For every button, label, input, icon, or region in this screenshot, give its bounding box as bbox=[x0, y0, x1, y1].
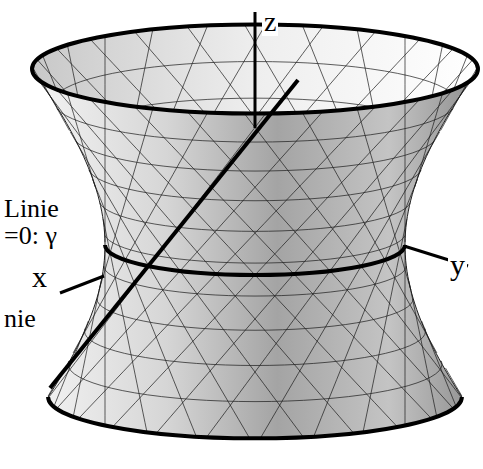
grid-line bbox=[134, 107, 431, 419]
grid-line bbox=[79, 107, 376, 419]
grid-line bbox=[67, 93, 95, 187]
grid-line bbox=[421, 55, 467, 169]
axis-label: Linie bbox=[2, 196, 61, 222]
axis-label: =0: γ bbox=[2, 223, 59, 249]
grid-line bbox=[187, 111, 453, 408]
x-axis bbox=[60, 276, 104, 293]
grid-line bbox=[105, 36, 106, 240]
grid-line bbox=[105, 236, 405, 263]
grid-line bbox=[314, 138, 437, 358]
grid-line bbox=[89, 170, 421, 200]
grid-line bbox=[302, 113, 437, 353]
grid-line bbox=[100, 203, 410, 231]
grid-line bbox=[436, 135, 438, 138]
grid-line bbox=[405, 250, 406, 425]
grid-line bbox=[113, 39, 421, 367]
grid-line bbox=[104, 236, 405, 264]
grid-line bbox=[441, 360, 456, 387]
grid-line bbox=[70, 132, 249, 438]
grid-line bbox=[405, 249, 406, 369]
grid-line bbox=[207, 60, 473, 357]
grid-line bbox=[260, 132, 439, 438]
axis-label: x bbox=[30, 262, 49, 292]
grid-line bbox=[405, 102, 406, 242]
z-axis bbox=[254, 12, 257, 128]
grid-line bbox=[79, 31, 376, 375]
grid-line bbox=[441, 361, 443, 364]
grid-line bbox=[85, 328, 426, 365]
grid-line bbox=[156, 89, 453, 433]
grid-line bbox=[97, 299, 413, 331]
grid-line bbox=[134, 31, 431, 375]
grid-line bbox=[302, 25, 417, 311]
grid-line bbox=[187, 27, 453, 386]
grid-line bbox=[70, 24, 266, 358]
grid-line bbox=[446, 368, 462, 396]
grid-line bbox=[76, 141, 435, 171]
grid-line bbox=[244, 24, 440, 358]
grid-line bbox=[32, 67, 65, 123]
grid-line bbox=[93, 179, 197, 436]
grid-line bbox=[57, 49, 354, 361]
grid-line bbox=[455, 102, 457, 106]
grid-line bbox=[92, 25, 207, 311]
grid-line bbox=[37, 78, 303, 437]
grid-line bbox=[105, 249, 106, 369]
grid-line bbox=[68, 361, 442, 402]
grid-line bbox=[357, 29, 407, 271]
generator-line bbox=[50, 80, 298, 388]
grid-line bbox=[405, 36, 406, 240]
grid-line bbox=[156, 49, 453, 361]
grid-line bbox=[57, 111, 323, 408]
grid-line bbox=[88, 134, 421, 167]
grid-line bbox=[422, 321, 457, 407]
grid-line bbox=[57, 89, 354, 433]
grid-line bbox=[104, 266, 407, 296]
grid-line bbox=[67, 45, 101, 210]
grid-line bbox=[445, 67, 478, 123]
grid-line bbox=[207, 78, 473, 437]
grid-line bbox=[73, 138, 196, 358]
grid-line bbox=[99, 109, 153, 290]
grid-line bbox=[37, 60, 303, 357]
axis-label: nie bbox=[2, 306, 38, 332]
grid-line bbox=[409, 281, 437, 417]
grid-line bbox=[73, 113, 208, 353]
grid-line bbox=[409, 45, 443, 210]
grid-line bbox=[87, 297, 423, 325]
waist-circle bbox=[105, 245, 405, 275]
grid-line bbox=[105, 102, 106, 242]
bottom-rim bbox=[48, 397, 462, 438]
grid-line bbox=[105, 250, 106, 425]
grid-line bbox=[103, 29, 153, 271]
grid-line bbox=[105, 203, 406, 233]
grid-line bbox=[363, 194, 413, 362]
front-grid bbox=[37, 78, 473, 438]
grid-line bbox=[71, 327, 439, 358]
axis-label: z bbox=[262, 8, 278, 36]
axis-label: y bbox=[448, 250, 467, 280]
grid-line bbox=[43, 55, 89, 169]
grid-line bbox=[413, 297, 437, 378]
grid-line bbox=[415, 93, 443, 187]
grid-line bbox=[314, 179, 418, 436]
grid-line bbox=[99, 169, 411, 200]
grid-line bbox=[90, 39, 398, 367]
